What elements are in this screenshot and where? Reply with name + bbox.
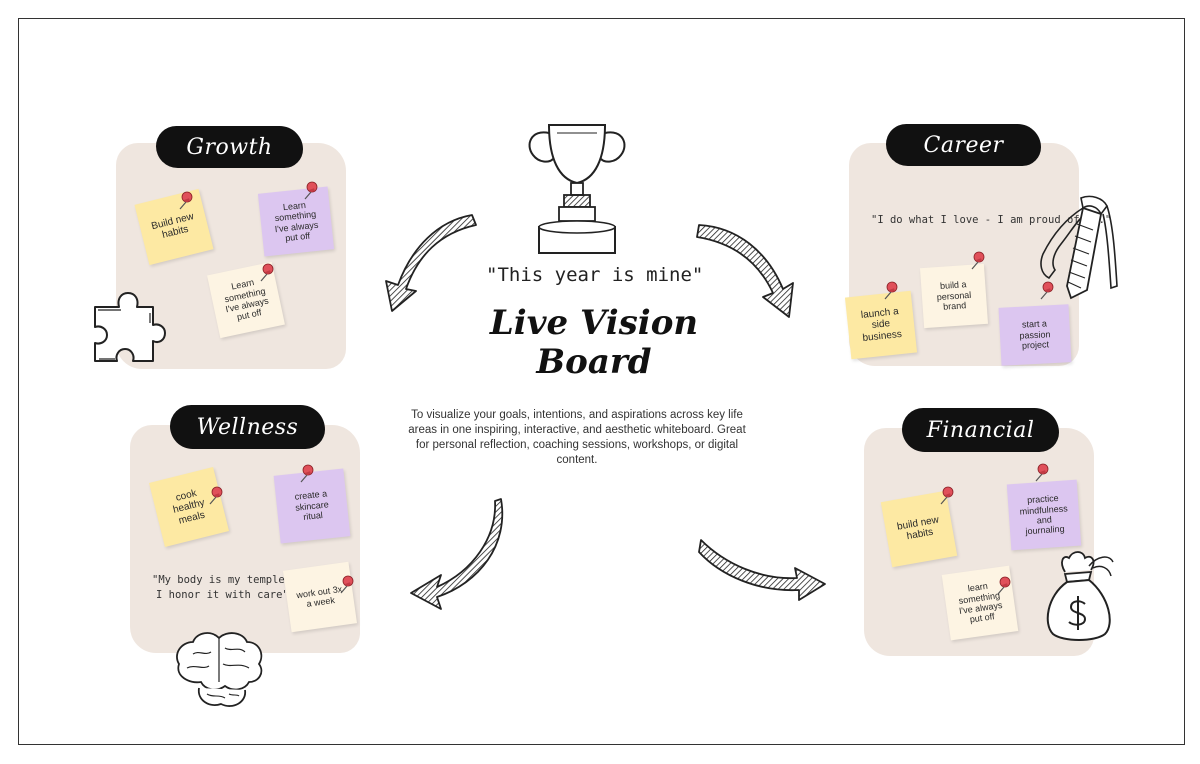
- board-title: Live Vision Board: [464, 303, 724, 383]
- financial-label: Financial: [926, 417, 1035, 443]
- push-pin-icon: [997, 576, 1011, 595]
- board-title-line1: Live Vision: [489, 303, 699, 343]
- wellness-label-pill[interactable]: Wellness: [170, 405, 325, 449]
- career-note-2[interactable]: launch a side business: [844, 290, 918, 360]
- curved-arrow-icon: [410, 498, 504, 610]
- board-description: To visualize your goals, intentions, and…: [408, 409, 746, 466]
- push-pin-icon: [304, 181, 318, 200]
- wellness-quote: "My body is my temple. I honor it with c…: [152, 573, 291, 603]
- career-quote: "I do what I love - I am proud of it.": [871, 214, 1112, 226]
- puzzle-piece-icon: [94, 292, 166, 362]
- career-note-1[interactable]: build a personal brand: [919, 263, 989, 329]
- push-pin-icon: [300, 464, 314, 483]
- wellness-quote-line2: I honor it with care": [156, 589, 289, 602]
- brain-icon: [176, 632, 263, 707]
- note-text: launch a side business: [860, 305, 903, 344]
- career-label-pill[interactable]: Career: [886, 124, 1041, 166]
- board-title-line2: Board: [536, 342, 652, 383]
- note-text: build a personal brand: [936, 279, 972, 312]
- push-pin-icon: [1035, 463, 1049, 482]
- wellness-note-3[interactable]: work out 3x a week: [283, 561, 357, 633]
- note-text: practice mindfulness and journaling: [1019, 493, 1068, 537]
- growth-label: Growth: [186, 134, 273, 160]
- wellness-label: Wellness: [196, 414, 299, 440]
- note-text: create a skincare ritual: [294, 488, 330, 523]
- money-bag-icon: [1046, 551, 1114, 641]
- push-pin-icon: [340, 575, 354, 594]
- note-text: start a passion project: [1019, 318, 1051, 351]
- trophy-icon: [528, 124, 626, 254]
- necktie-icon: [1040, 195, 1118, 300]
- whiteboard-canvas[interactable]: Growth Build new habits Learn something …: [18, 18, 1185, 745]
- growth-note-2[interactable]: Learn something I've always put off: [257, 186, 335, 257]
- push-pin-icon: [884, 281, 898, 300]
- curved-arrow-icon: [696, 224, 794, 318]
- financial-label-pill[interactable]: Financial: [902, 408, 1059, 452]
- note-text: build new habits: [896, 514, 940, 543]
- curved-arrow-icon: [698, 539, 826, 601]
- push-pin-icon: [260, 263, 274, 282]
- push-pin-icon: [971, 251, 985, 270]
- board-subtitle: "This year is mine": [486, 264, 704, 286]
- career-note-3[interactable]: start a passion project: [998, 304, 1072, 366]
- financial-note-2[interactable]: practice mindfulness and journaling: [1006, 479, 1082, 551]
- note-text: Build new habits: [150, 210, 195, 241]
- push-pin-icon: [940, 486, 954, 505]
- career-label: Career: [923, 132, 1004, 158]
- push-pin-icon: [209, 486, 223, 505]
- push-pin-icon: [179, 191, 193, 210]
- note-text: Learn something I've always put off: [274, 199, 319, 244]
- curved-arrow-icon: [385, 214, 477, 312]
- growth-label-pill[interactable]: Growth: [156, 126, 303, 168]
- wellness-quote-line1: "My body is my temple.: [152, 574, 292, 586]
